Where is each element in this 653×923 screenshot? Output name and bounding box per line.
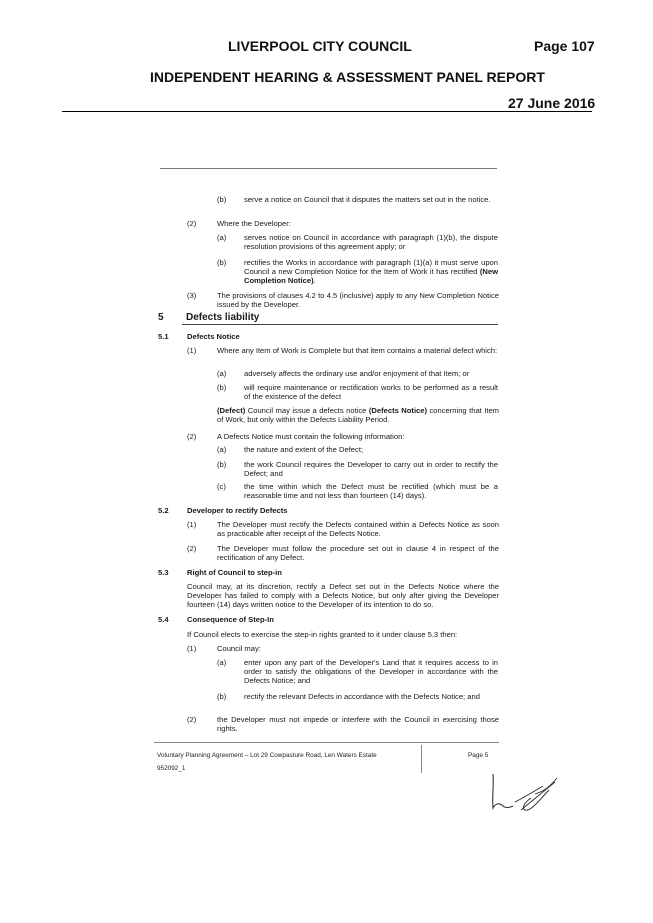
- clause-text: The Developer must follow the procedure …: [217, 544, 499, 563]
- label-b: (b): [217, 383, 227, 392]
- label-a: (a): [217, 369, 227, 378]
- clause-text: serve a notice on Council that it disput…: [244, 195, 491, 204]
- clause-number: 5.2: [158, 506, 169, 515]
- label-c: (c): [217, 482, 226, 491]
- section-rule: [182, 324, 498, 325]
- label-b: (b): [217, 195, 227, 204]
- clause-text: If Council elects to exercise the step-i…: [187, 630, 458, 639]
- label-a: (a): [217, 233, 227, 242]
- label-1: (1): [187, 644, 197, 653]
- clause-text: Where any Item of Work is Complete but t…: [217, 346, 498, 355]
- clause-text: The Developer must rectify the Defects c…: [217, 520, 499, 539]
- clause-text: Council may:: [217, 644, 261, 653]
- page-number: Page 107: [534, 38, 595, 54]
- clause-text: The provisions of clauses 4.2 to 4.5 (in…: [217, 291, 499, 310]
- clause-number: 5.4: [158, 615, 169, 624]
- clause-text: the work Council requires the Developer …: [244, 460, 498, 479]
- clause-number: 5.1: [158, 332, 169, 341]
- section-title: Defects liability: [186, 312, 260, 323]
- clause-text: enter upon any part of the Developer's L…: [244, 658, 498, 686]
- clause-text: rectify the relevant Defects in accordan…: [244, 692, 480, 701]
- label-2: (2): [187, 219, 197, 228]
- clause-text: Where the Developer:: [217, 219, 291, 228]
- label-a: (a): [217, 445, 227, 454]
- footer-rule: [154, 742, 499, 743]
- label-2: (2): [187, 715, 197, 724]
- clause-text: rectifies the Works in accordance with p…: [244, 258, 498, 286]
- label-1: (1): [187, 520, 197, 529]
- signature-initials: [492, 773, 558, 811]
- footer-page: Page 5: [468, 752, 489, 759]
- clause-text: the nature and extent of the Defect;: [244, 445, 364, 454]
- clause-text: the time within which the Defect must be…: [244, 482, 498, 501]
- report-date: 27 June 2016: [508, 95, 596, 111]
- page-top-rule: [160, 168, 497, 169]
- section-number: 5: [158, 312, 164, 323]
- header-rule: [62, 111, 592, 112]
- clause-heading: Defects Notice: [187, 332, 240, 341]
- label-3: (3): [187, 291, 197, 300]
- label-2: (2): [187, 432, 197, 441]
- council-name: LIVERPOOL CITY COUNCIL: [228, 38, 412, 54]
- footer-divider: [421, 745, 422, 773]
- clause-heading: Consequence of Step-In: [187, 615, 274, 624]
- clause-text: A Defects Notice must contain the follow…: [217, 432, 405, 441]
- footer-doc-number: 952092_1: [157, 765, 186, 772]
- clause-text: will require maintenance or rectificatio…: [244, 383, 498, 402]
- clause-text: serves notice on Council in accordance w…: [244, 233, 498, 252]
- clause-number: 5.3: [158, 568, 169, 577]
- label-b: (b): [217, 258, 227, 267]
- clause-text: Council may, at its discretion, rectify …: [187, 582, 499, 610]
- footer-agreement: Voluntary Planning Agreement – Lot 29 Co…: [157, 752, 377, 759]
- label-2: (2): [187, 544, 197, 553]
- clause-heading: Right of Council to step-in: [187, 568, 282, 577]
- label-1: (1): [187, 346, 197, 355]
- label-b: (b): [217, 692, 227, 701]
- clause-heading: Developer to rectify Defects: [187, 506, 288, 515]
- clause-text: (Defect) Council may issue a defects not…: [217, 406, 500, 425]
- label-a: (a): [217, 658, 227, 667]
- label-b: (b): [217, 460, 227, 469]
- clause-text: the Developer must not impede or interfe…: [217, 715, 499, 734]
- report-title: INDEPENDENT HEARING & ASSESSMENT PANEL R…: [150, 69, 545, 85]
- clause-text: adversely affects the ordinary use and/o…: [244, 369, 470, 378]
